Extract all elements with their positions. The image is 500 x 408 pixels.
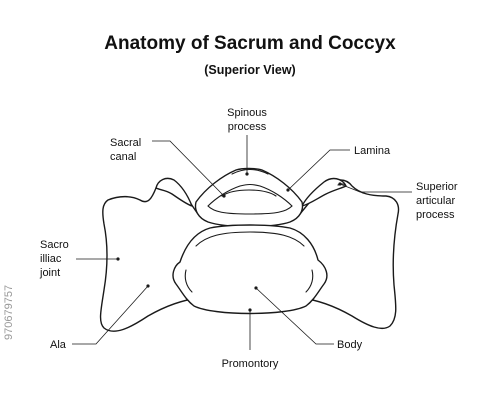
label-sacroiliac-joint-line2: illiac bbox=[40, 253, 62, 265]
label-sacral-canal-line1: Sacral bbox=[110, 137, 141, 149]
label-sacral-canal-line2: canal bbox=[110, 151, 136, 163]
label-sacroiliac-joint-line1: Sacro bbox=[40, 239, 69, 251]
sacral-canal-outline bbox=[207, 183, 293, 215]
label-spinous-process-line1: Spinous bbox=[227, 107, 267, 119]
label-superior-articular-process-line2: articular bbox=[416, 195, 455, 207]
label-superior-articular-process-line3: process bbox=[416, 209, 455, 221]
label-promontory: Promontory bbox=[222, 358, 279, 370]
vertebral-body bbox=[172, 224, 328, 315]
spinous-process bbox=[194, 167, 304, 228]
diagram-subtitle: (Superior View) bbox=[204, 63, 296, 77]
label-sacroiliac-joint-line3: joint bbox=[39, 267, 60, 279]
label-ala: Ala bbox=[50, 339, 67, 351]
diagram-title: Anatomy of Sacrum and Coccyx bbox=[104, 33, 396, 54]
label-superior-articular-process-line1: Superior bbox=[416, 181, 458, 193]
label-spinous-process-line2: process bbox=[228, 121, 267, 133]
watermark-id: 970679757 bbox=[3, 284, 15, 340]
left-superior-articular-process bbox=[155, 177, 193, 207]
leader-lines bbox=[72, 135, 412, 350]
label-lamina: Lamina bbox=[354, 145, 391, 157]
label-body: Body bbox=[337, 339, 363, 351]
